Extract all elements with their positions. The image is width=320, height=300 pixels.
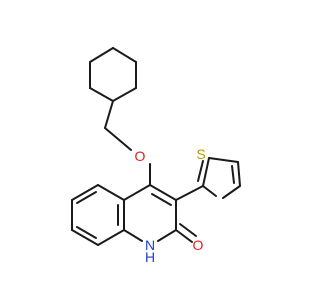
atom-ether-oxygen: O <box>135 148 146 164</box>
atom-sulfur: S <box>196 146 205 162</box>
oxygen-carbonyl-label: O <box>193 237 204 253</box>
atom-carbonyl-oxygen: O <box>193 237 204 253</box>
thiophene-ring <box>175 157 241 201</box>
nitrogen-label: N <box>145 237 155 253</box>
pyridone-ring <box>123 184 177 242</box>
benzene-ring <box>71 184 125 246</box>
methoxy-linker <box>104 100 151 186</box>
cyclohexane-ring <box>89 47 137 102</box>
nitrogen-hydrogen-label: H <box>145 249 155 265</box>
atom-nitrogen: N H <box>145 237 155 265</box>
sulfur-label: S <box>196 146 205 162</box>
molecule-structure-diagram: O S N H O <box>71 47 241 265</box>
carbonyl-group <box>175 223 197 243</box>
oxygen-ether-label: O <box>135 148 146 164</box>
